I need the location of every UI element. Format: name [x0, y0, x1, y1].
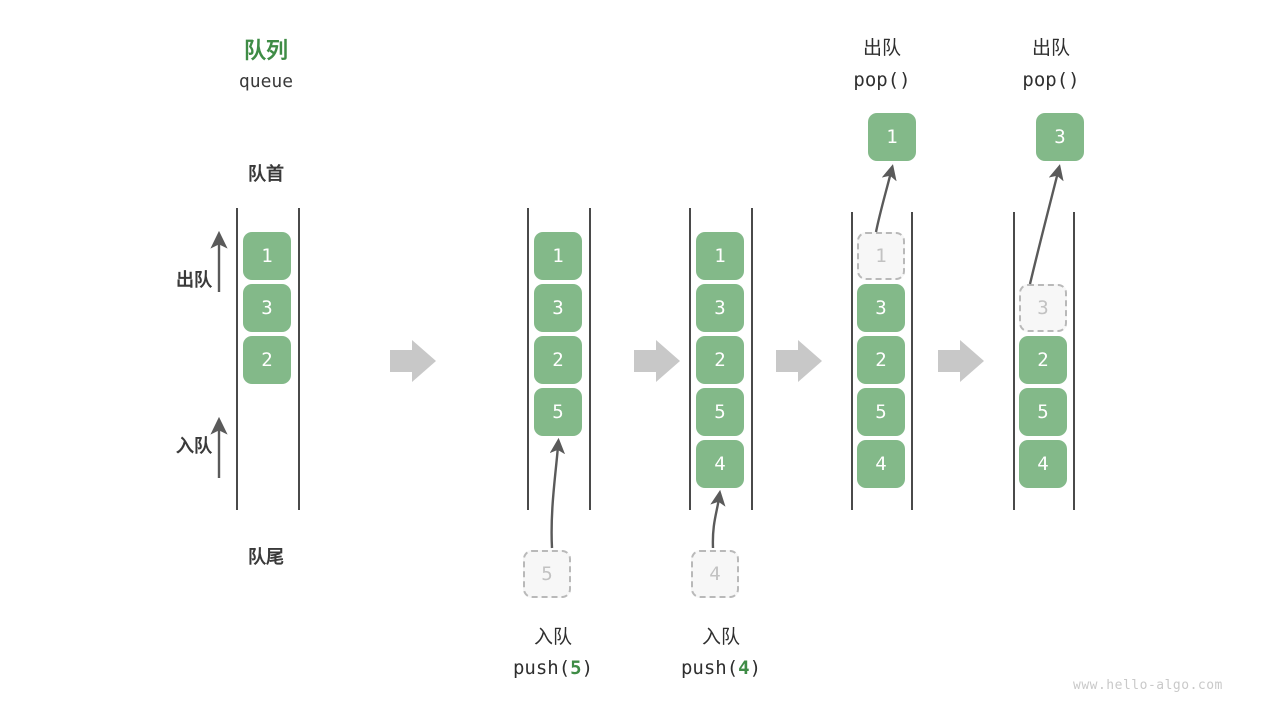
- push5-code-pre: push(: [512, 657, 571, 679]
- queue-node: 4: [857, 440, 905, 488]
- queue-node-ghost: 3: [1019, 284, 1067, 332]
- push5-caption-cn: 入队: [533, 627, 572, 648]
- queue-node: 2: [1019, 336, 1067, 384]
- queue-rail-right-col1: [298, 208, 300, 510]
- step-arrow-1: [390, 340, 436, 382]
- queue-node: 2: [696, 336, 744, 384]
- push4-code-value: 4: [738, 657, 750, 679]
- queue-node: 2: [243, 336, 291, 384]
- pop1-arrow: [874, 164, 897, 233]
- queue-node: 1: [243, 232, 291, 280]
- diagram-title-en: queue: [238, 71, 294, 92]
- queue-node: 3: [243, 284, 291, 332]
- step-arrow-4: [938, 340, 984, 382]
- pop1-header-cn: 出队: [862, 38, 901, 59]
- queue-rail-left-col3: [689, 208, 691, 510]
- queue-front-label: 队首: [248, 164, 284, 184]
- queue-node: 2: [857, 336, 905, 384]
- queue-rail-right-col5: [1073, 212, 1075, 510]
- queue-node: 3: [696, 284, 744, 332]
- push5-code-value: 5: [570, 657, 582, 679]
- queue-node-ghost: 4: [691, 550, 739, 598]
- queue-node: 1: [534, 232, 582, 280]
- push5-code-post: ): [581, 657, 594, 679]
- queue-node-ghost: 5: [523, 550, 571, 598]
- queue-node: 3: [857, 284, 905, 332]
- push5-arrow: [549, 437, 566, 549]
- queue-node: 4: [1019, 440, 1067, 488]
- queue-node: 1: [696, 232, 744, 280]
- watermark: www.hello-algo.com: [1073, 678, 1223, 693]
- queue-node: 5: [696, 388, 744, 436]
- queue-rail-left-col1: [236, 208, 238, 510]
- queue-node: 5: [857, 388, 905, 436]
- step-arrow-3: [776, 340, 822, 382]
- queue-rear-label: 队尾: [248, 547, 284, 567]
- pop3-header-cn: 出队: [1031, 38, 1070, 59]
- push4-code-pre: push(: [680, 657, 739, 679]
- queue-node: 3: [534, 284, 582, 332]
- queue-rail-left-col5: [1013, 212, 1015, 510]
- pop1-header-code: pop(): [853, 69, 911, 91]
- step-arrow-2: [634, 340, 680, 382]
- enqueue-direction-label: 入队: [176, 436, 212, 456]
- queue-rail-right-col4: [911, 212, 913, 510]
- popped-node: 1: [868, 113, 916, 161]
- push4-caption-cn: 入队: [701, 627, 740, 648]
- queue-node-new: 5: [534, 388, 582, 436]
- push4-arrow: [710, 489, 726, 549]
- pop3-arrow: [1028, 164, 1064, 285]
- pop3-header-code: pop(): [1022, 69, 1080, 91]
- push4-code-post: ): [749, 657, 762, 679]
- queue-rail-right-col3: [751, 208, 753, 510]
- queue-rail-left-col4: [851, 212, 853, 510]
- queue-rail-right-col2: [589, 208, 591, 510]
- dequeue-direction-label: 出队: [176, 270, 212, 290]
- queue-node: 2: [534, 336, 582, 384]
- push5-caption-code: push(5): [463, 657, 643, 679]
- queue-node-ghost: 1: [857, 232, 905, 280]
- diagram-title-cn: 队列: [243, 38, 288, 63]
- queue-node: 5: [1019, 388, 1067, 436]
- queue-node-new: 4: [696, 440, 744, 488]
- popped-node: 3: [1036, 113, 1084, 161]
- queue-rail-left-col2: [527, 208, 529, 510]
- push4-caption-code: push(4): [631, 657, 811, 679]
